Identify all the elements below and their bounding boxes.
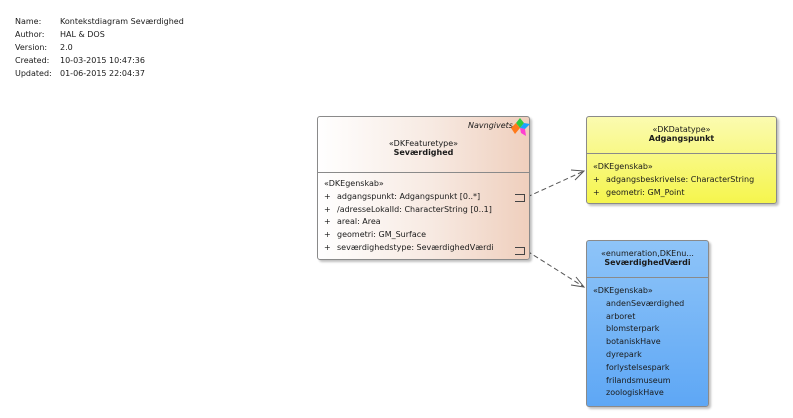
attribute-row: + geometri: GM_Surface bbox=[324, 229, 529, 242]
meta-value: Kontekstdiagram Seværdighed bbox=[60, 17, 184, 26]
association-end-marker bbox=[515, 247, 525, 255]
meta-key: Updated: bbox=[15, 69, 52, 78]
class-header: «enumeration,DKEnu... SeværdighedVærdi bbox=[587, 241, 708, 278]
multicolor-gem-icon bbox=[511, 118, 530, 136]
arrowhead-seværdighedstype bbox=[570, 276, 586, 288]
meta-row-author: Author: HAL & DOS bbox=[15, 28, 184, 41]
section-label: «DKEgenskab» bbox=[593, 162, 653, 171]
visibility-marker: + bbox=[593, 174, 600, 184]
enum-literal: blomsterpark bbox=[606, 324, 660, 334]
meta-value: 01-06-2015 22:04:37 bbox=[60, 69, 145, 78]
meta-row-created: Created: 10-03-2015 10:47:36 bbox=[15, 54, 184, 67]
visibility-marker: + bbox=[593, 187, 600, 197]
enum-literal: zoologiskHave bbox=[606, 388, 664, 398]
meta-value: 10-03-2015 10:47:36 bbox=[60, 56, 145, 65]
class-stereotype: «DKFeaturetype» bbox=[388, 139, 459, 148]
attribute-text: areal: Area bbox=[337, 217, 381, 227]
meta-key: Name: bbox=[15, 17, 42, 26]
attribute-row: + adgangspunkt: Adgangspunkt [0..*] bbox=[324, 191, 529, 204]
diagram-metadata: Name: Kontekstdiagram Seværdighed Author:… bbox=[15, 15, 184, 80]
class-stereotype: «DKDatatype» bbox=[652, 125, 711, 134]
meta-value: 2.0 bbox=[60, 43, 73, 52]
arrowhead-adgangspunkt bbox=[570, 169, 586, 181]
meta-row-version: Version: 2.0 bbox=[15, 41, 184, 54]
attribute-row: + adgangsbeskrivelse: CharacterString bbox=[593, 174, 776, 187]
attribute-text: /adresseLokalId: CharacterString [0..1] bbox=[337, 204, 492, 214]
visibility-marker: + bbox=[324, 191, 331, 201]
attribute-text: geometri: GM_Point bbox=[606, 187, 685, 197]
attribute-row: + seværdighedstype: SeværdighedVærdi bbox=[324, 242, 529, 255]
class-name: SeværdighedVærdi bbox=[604, 258, 691, 267]
meta-row-name: Name: Kontekstdiagram Seværdighed bbox=[15, 15, 184, 28]
section-label: «DKEgenskab» bbox=[324, 179, 384, 188]
enum-literal: andenSeværdighed bbox=[606, 298, 685, 308]
attribute-row: + areal: Area bbox=[324, 216, 529, 229]
visibility-marker: + bbox=[324, 230, 331, 240]
meta-row-updated: Updated: 01-06-2015 22:04:37 bbox=[15, 67, 184, 80]
class-tag: Navngivets... bbox=[468, 121, 521, 130]
visibility-marker: + bbox=[324, 217, 331, 227]
attribute-text: seværdighedstype: SeværdighedVærdi bbox=[337, 242, 494, 252]
class-header: «DKDatatype» Adgangspunkt bbox=[587, 117, 776, 154]
meta-key: Created: bbox=[15, 56, 50, 65]
enum-literal: forlystelsespark bbox=[606, 362, 670, 372]
enum-literal: dyrepark bbox=[606, 349, 642, 359]
class-seværdighed[interactable]: Navngivets... «DKFeaturetype» Seværdighe… bbox=[317, 116, 530, 260]
class-header: «DKFeaturetype» Seværdighed bbox=[318, 117, 529, 173]
class-stereotype: «enumeration,DKEnu... bbox=[601, 249, 694, 258]
enum-literal: frilandsmuseum bbox=[606, 375, 671, 385]
meta-key: Author: bbox=[15, 30, 45, 39]
attribute-text: adgangspunkt: Adgangspunkt [0..*] bbox=[337, 191, 481, 201]
attribute-text: geometri: GM_Surface bbox=[337, 230, 427, 240]
class-adgangspunkt[interactable]: «DKDatatype» Adgangspunkt «DKEgenskab» +… bbox=[586, 116, 777, 204]
visibility-marker: + bbox=[324, 242, 331, 252]
class-name: Adgangspunkt bbox=[648, 134, 715, 143]
meta-value: HAL & DOS bbox=[60, 30, 105, 39]
attribute-list: «DKEgenskab» + adgangsbeskrivelse: Charac… bbox=[587, 154, 776, 199]
association-end-marker bbox=[515, 194, 525, 202]
visibility-marker: + bbox=[324, 204, 331, 214]
enumeration-seværdighedværdi[interactable]: «enumeration,DKEnu... SeværdighedVærdi «… bbox=[586, 240, 709, 407]
association-seværdighedstype[interactable] bbox=[526, 250, 585, 288]
section-label: «DKEgenskab» bbox=[593, 286, 653, 295]
attribute-row: + geometri: GM_Point bbox=[593, 187, 776, 200]
attribute-text: adgangsbeskrivelse: CharacterString bbox=[606, 174, 755, 184]
literal-list: «DKEgenskab» andenSeværdighed arboret bl… bbox=[587, 278, 708, 400]
enum-literal: arboret bbox=[606, 311, 636, 321]
class-name: Seværdighed bbox=[393, 148, 454, 157]
association-adgangspunkt[interactable] bbox=[526, 170, 585, 198]
meta-key: Version: bbox=[15, 43, 48, 52]
enum-literal: botaniskHave bbox=[606, 337, 661, 347]
attribute-row: + /adresseLokalId: CharacterString [0..1] bbox=[324, 204, 529, 217]
attribute-list: «DKEgenskab» + adgangspunkt: Adgangspunkt… bbox=[318, 173, 529, 255]
